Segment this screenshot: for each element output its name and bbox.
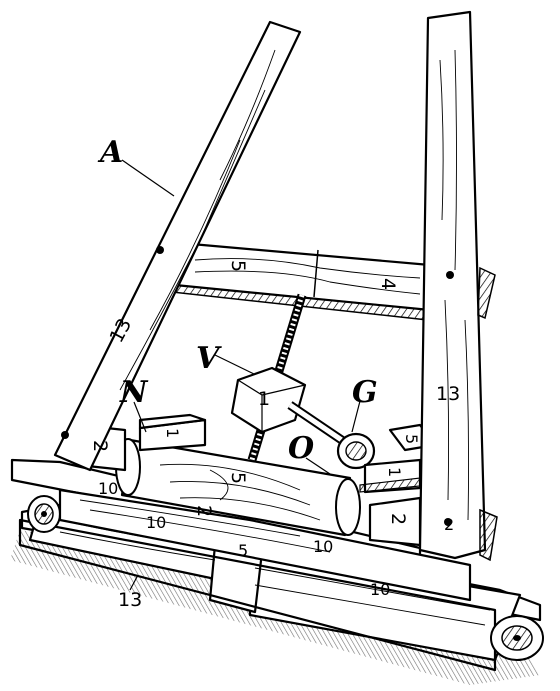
num-crossbar-right: 4 xyxy=(377,278,399,290)
wheel-g xyxy=(336,432,376,470)
num-base-spacer: 5 xyxy=(238,541,248,560)
num-base-label: 13 xyxy=(118,589,142,611)
num-block-right-top: 5 xyxy=(402,434,421,444)
num-block-v: 1 xyxy=(258,388,270,410)
num-block-right-small: 1 xyxy=(385,467,404,477)
leader-lines xyxy=(121,159,361,475)
num-upright-right: 13 xyxy=(436,383,460,405)
upright-a xyxy=(53,20,302,472)
num-plank-front: 10 xyxy=(146,513,166,532)
pulley-left xyxy=(27,495,61,533)
label-n: N xyxy=(119,375,149,410)
num-block-left-small: 1 xyxy=(163,428,182,438)
block-v xyxy=(230,366,307,434)
base-label-leader xyxy=(129,574,139,591)
label-g: G xyxy=(352,375,378,410)
num-block-right-side: 2 xyxy=(387,513,409,525)
num-base-right-low: 10 xyxy=(370,580,390,599)
num-crossbar-left: 5 xyxy=(227,260,249,272)
num-plank-left: 10 xyxy=(98,479,118,498)
upright-right xyxy=(418,10,498,562)
num-roller: 5 xyxy=(227,472,249,484)
num-base-under-block: 2 xyxy=(193,505,215,517)
pulley-right xyxy=(490,615,544,661)
label-o: O xyxy=(288,431,314,466)
num-block-left: 2 xyxy=(89,440,111,452)
label-a: A xyxy=(97,135,123,170)
num-base-right-top: 10 xyxy=(313,537,333,556)
num-upright-right-bottom: 2 xyxy=(444,515,454,534)
label-v: V xyxy=(196,341,222,376)
